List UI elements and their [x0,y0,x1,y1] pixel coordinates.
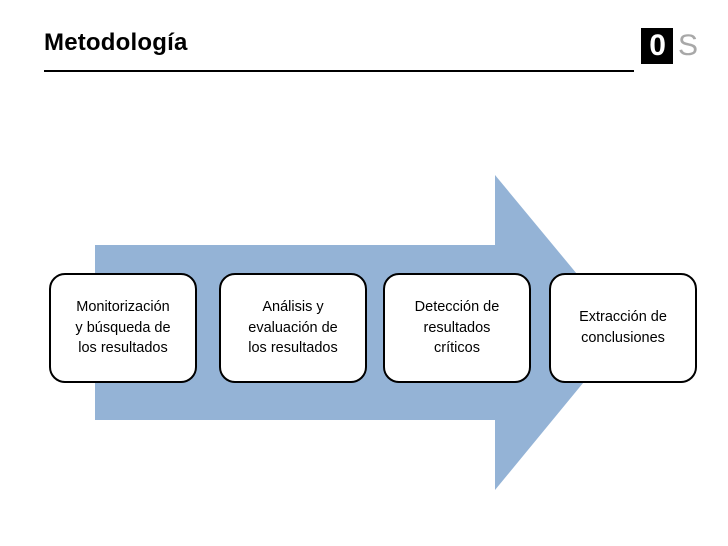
process-step-label: Análisis y evaluación de los resultados [248,299,338,357]
logo: 0 S [641,28,704,64]
process-step-box: Detección de resultados críticos [383,273,531,383]
process-step-label: Detección de resultados críticos [414,299,500,357]
process-step-box: Análisis y evaluación de los resultados [219,273,367,383]
process-step-box: Monitorización y búsqueda de los resulta… [49,273,197,383]
process-step-label: Extracción de conclusiones [579,309,667,346]
logo-zero-text: 0 [641,28,673,64]
process-step-label: Monitorización y búsqueda de los resulta… [75,299,171,357]
page-title: Metodología [44,29,188,56]
process-step-box: Extracción de conclusiones [549,273,697,383]
logo-s-text: S [672,28,704,64]
title-divider [44,70,634,72]
